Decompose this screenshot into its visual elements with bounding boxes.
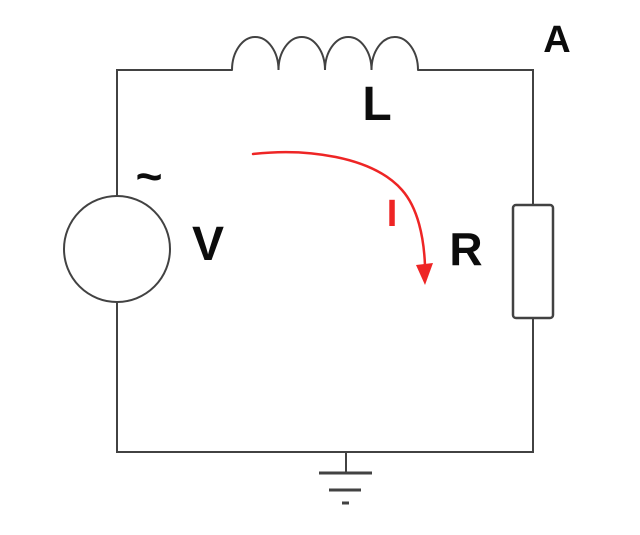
inductor-label: L <box>362 78 392 131</box>
inductor-coil-icon <box>231 36 419 71</box>
resistor-body <box>511 203 555 320</box>
current-label: I <box>386 193 398 235</box>
node-a-label: A <box>543 19 571 61</box>
current-arrow-head <box>416 263 433 285</box>
current-arrow-curve <box>251 150 427 268</box>
circuit-wire-loop <box>116 69 534 453</box>
ac-tilde-label: ~ <box>135 150 163 202</box>
ground-icon <box>319 471 372 505</box>
source-label: V <box>191 218 225 271</box>
ac-source-circle <box>63 195 171 303</box>
resistor-label: R <box>449 223 483 275</box>
